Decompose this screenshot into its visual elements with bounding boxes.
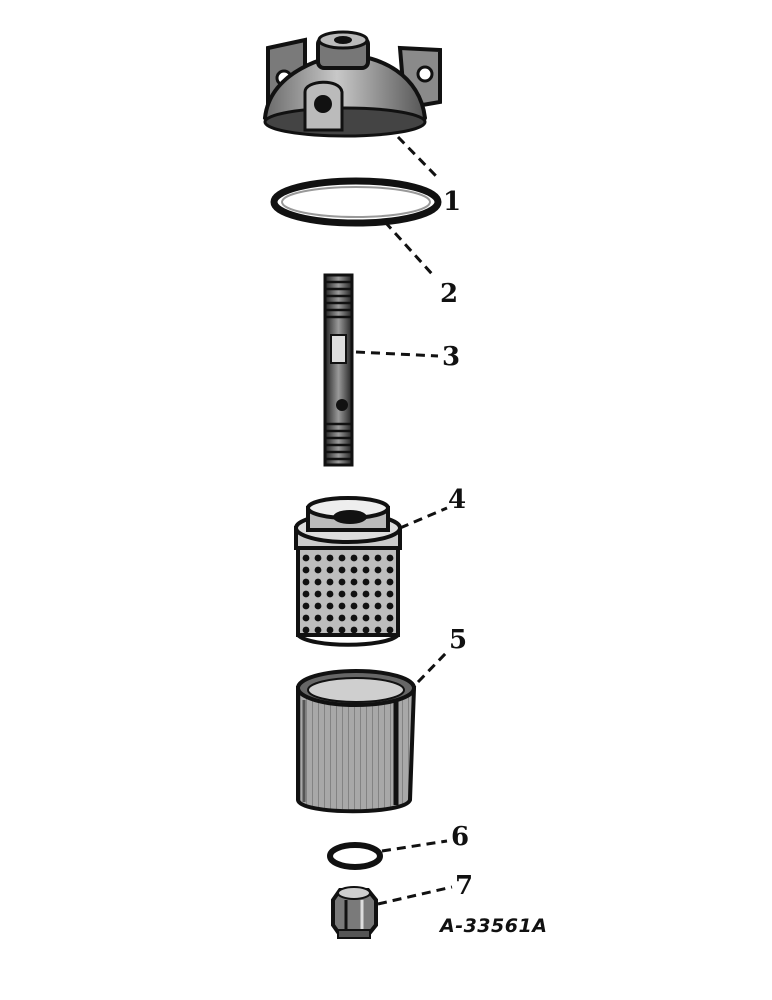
callout-labels: 1 2 3 4 5 6 7 bbox=[440, 187, 473, 901]
filter-bowl-icon bbox=[296, 669, 417, 814]
leader-line-3 bbox=[355, 350, 439, 358]
drain-nut-icon bbox=[331, 886, 378, 939]
filter-head-cap-icon bbox=[262, 30, 442, 138]
part-number-5: 5 bbox=[449, 625, 467, 655]
part-number-6: 6 bbox=[451, 822, 469, 852]
part-number-4: 4 bbox=[448, 485, 466, 515]
part-number-3: 3 bbox=[442, 342, 460, 372]
leader-line-2 bbox=[383, 220, 434, 276]
leader-line-1 bbox=[396, 135, 440, 180]
leader-line-5 bbox=[416, 649, 450, 684]
leader-line-6 bbox=[381, 839, 448, 853]
leader-line-4 bbox=[399, 506, 448, 530]
part-number-2: 2 bbox=[440, 279, 458, 309]
figure-id: A-33561A bbox=[438, 915, 547, 937]
part-number-1: 1 bbox=[443, 187, 461, 217]
center-stud-icon bbox=[323, 273, 354, 467]
part-number-7: 7 bbox=[455, 871, 473, 901]
washer-icon bbox=[327, 842, 383, 870]
gasket-ring-icon bbox=[270, 177, 442, 227]
filter-element-icon bbox=[294, 496, 402, 647]
leader-lines bbox=[355, 135, 453, 906]
leader-line-7 bbox=[377, 885, 453, 906]
